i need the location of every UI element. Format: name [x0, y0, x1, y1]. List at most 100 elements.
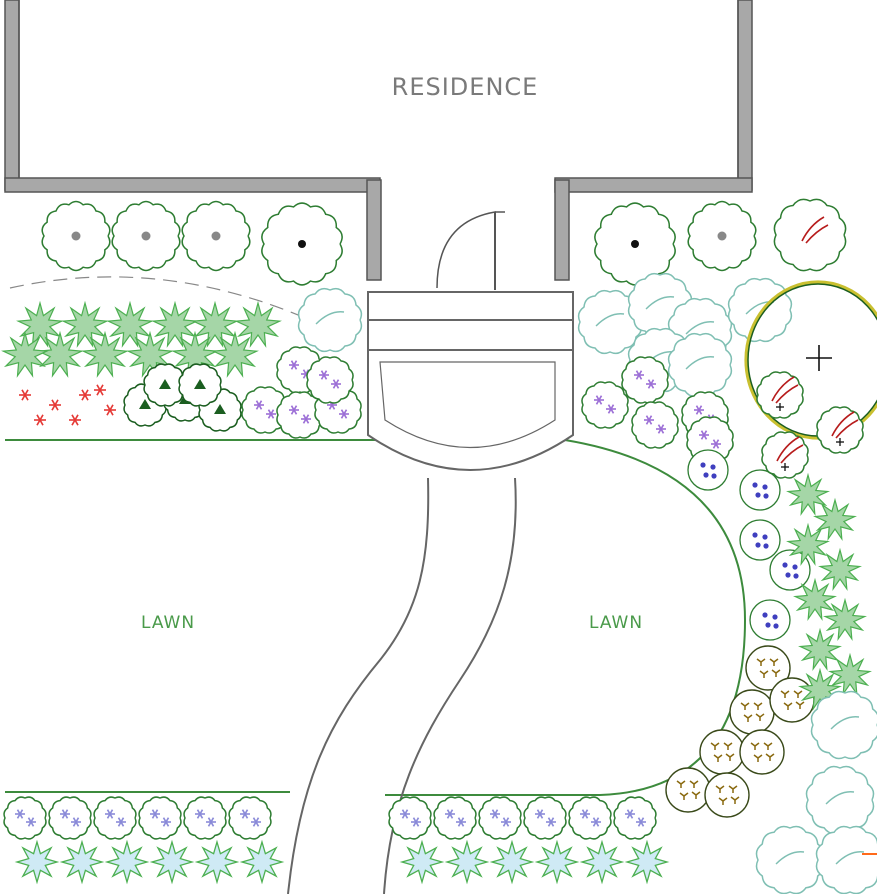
red-perennial-icon	[94, 384, 106, 396]
lavender-perennial-icon	[568, 796, 612, 840]
lawn-right-label: LAWN	[589, 613, 643, 633]
grass-icon	[151, 300, 199, 348]
lawn-left-label: LAWN	[141, 613, 195, 633]
teal-shrub-outline	[810, 690, 877, 760]
ice-star-icon	[104, 839, 150, 885]
teal-shrub-outline	[805, 765, 875, 835]
red-perennial-icon	[69, 414, 81, 426]
shrub-center-dot	[298, 240, 306, 248]
grass-icon	[191, 300, 239, 348]
gold-perennial-icon	[699, 729, 745, 775]
teal-shrub-icon	[667, 332, 733, 398]
grass-icon	[106, 300, 154, 348]
grass-icon	[823, 597, 867, 641]
lavender-perennial-icon	[631, 401, 679, 449]
gold-perennial-icon	[665, 767, 711, 813]
branch-shrub-outline	[761, 431, 809, 479]
evergreen-shrub-icon	[111, 200, 181, 272]
grass-icon	[798, 627, 842, 671]
grass-icon	[813, 497, 857, 541]
grass-icon	[36, 330, 84, 378]
teal-shrub-icon	[805, 765, 875, 835]
grass-icon	[818, 547, 862, 591]
ice-star-icon	[489, 839, 535, 885]
teal-shrub-outline	[667, 332, 733, 398]
ice-star-icon	[149, 839, 195, 885]
entry-steps	[367, 291, 574, 471]
lavender-outline	[478, 796, 522, 840]
shrub-center-dot	[141, 231, 151, 241]
lavender-outline	[523, 796, 567, 840]
grass-icon	[786, 522, 830, 566]
gold-perennial-icon	[769, 677, 815, 723]
red-perennial-icon	[34, 414, 46, 426]
lavender-perennial-icon	[48, 796, 92, 840]
teal-shrub-outline	[727, 277, 793, 343]
lavender-outline	[388, 796, 432, 840]
grass-icon	[828, 652, 872, 696]
lavender-perennial-icon	[3, 796, 47, 840]
lavender-outline	[631, 401, 679, 449]
teal-shrub-outline	[577, 289, 643, 355]
shrub-center-dot	[631, 240, 639, 248]
grass-icon	[211, 330, 259, 378]
teal-shrub-outline	[815, 825, 877, 894]
lavender-perennial-icon	[388, 796, 432, 840]
lavender-perennial-icon	[523, 796, 567, 840]
red-perennial-icon	[19, 389, 31, 401]
ice-star-icon	[239, 839, 285, 885]
plantings	[1, 198, 877, 894]
grass-icon	[81, 330, 129, 378]
red-branch-shrub-icon	[756, 371, 804, 419]
gold-perennial-icon	[745, 645, 791, 691]
ice-star-icon	[534, 839, 580, 885]
teal-shrub-icon	[577, 289, 643, 355]
grass-icon	[126, 330, 174, 378]
branch-shrub-outline	[816, 406, 864, 454]
lavender-outline	[433, 796, 477, 840]
evergreen-shrub-icon	[687, 200, 757, 272]
lavender-perennial-icon	[306, 356, 354, 404]
lavender-outline	[3, 796, 47, 840]
grass-icon	[16, 300, 64, 348]
red-perennial-icon	[49, 399, 61, 411]
lavender-perennial-icon	[613, 796, 657, 840]
lavender-outline	[138, 796, 182, 840]
residence	[4, 0, 753, 290]
blue-perennial-icon	[739, 519, 781, 561]
lavender-perennial-icon	[228, 796, 272, 840]
gold-perennial-icon	[704, 772, 750, 818]
branch-shrub-outline	[773, 198, 847, 272]
blue-perennial-icon	[769, 549, 811, 591]
lavender-perennial-icon	[93, 796, 137, 840]
lavender-perennial-icon	[478, 796, 522, 840]
ice-star-icon	[579, 839, 625, 885]
ice-star-icon	[194, 839, 240, 885]
lavender-outline	[48, 796, 92, 840]
lavender-perennial-icon	[581, 381, 629, 429]
grass-icon	[234, 300, 282, 348]
gold-perennial-icon	[729, 689, 775, 735]
grass-icon	[786, 472, 830, 516]
ice-star-icon	[399, 839, 445, 885]
blue-perennial-icon	[749, 599, 791, 641]
red-perennial-icon	[104, 404, 116, 416]
dark-shrub-icon	[178, 363, 222, 407]
evergreen-shrub-icon	[594, 202, 676, 286]
red-branch-shrub-icon	[773, 198, 847, 272]
teal-shrub-icon	[727, 277, 793, 343]
gold-perennial-icon	[739, 729, 785, 775]
teal-shrub-icon	[810, 690, 877, 760]
shrub-center-dot	[211, 231, 221, 241]
ice-star-icon	[14, 839, 60, 885]
teal-shrub-icon	[297, 287, 363, 353]
shrub-center-dot	[717, 231, 727, 241]
lavender-perennial-icon	[183, 796, 227, 840]
lavender-perennial-icon	[686, 416, 734, 464]
lavender-outline	[568, 796, 612, 840]
ice-star-icon	[624, 839, 670, 885]
grass-icon	[793, 577, 837, 621]
teal-shrub-outline	[755, 825, 825, 894]
red-branch-shrub-icon	[761, 431, 809, 479]
